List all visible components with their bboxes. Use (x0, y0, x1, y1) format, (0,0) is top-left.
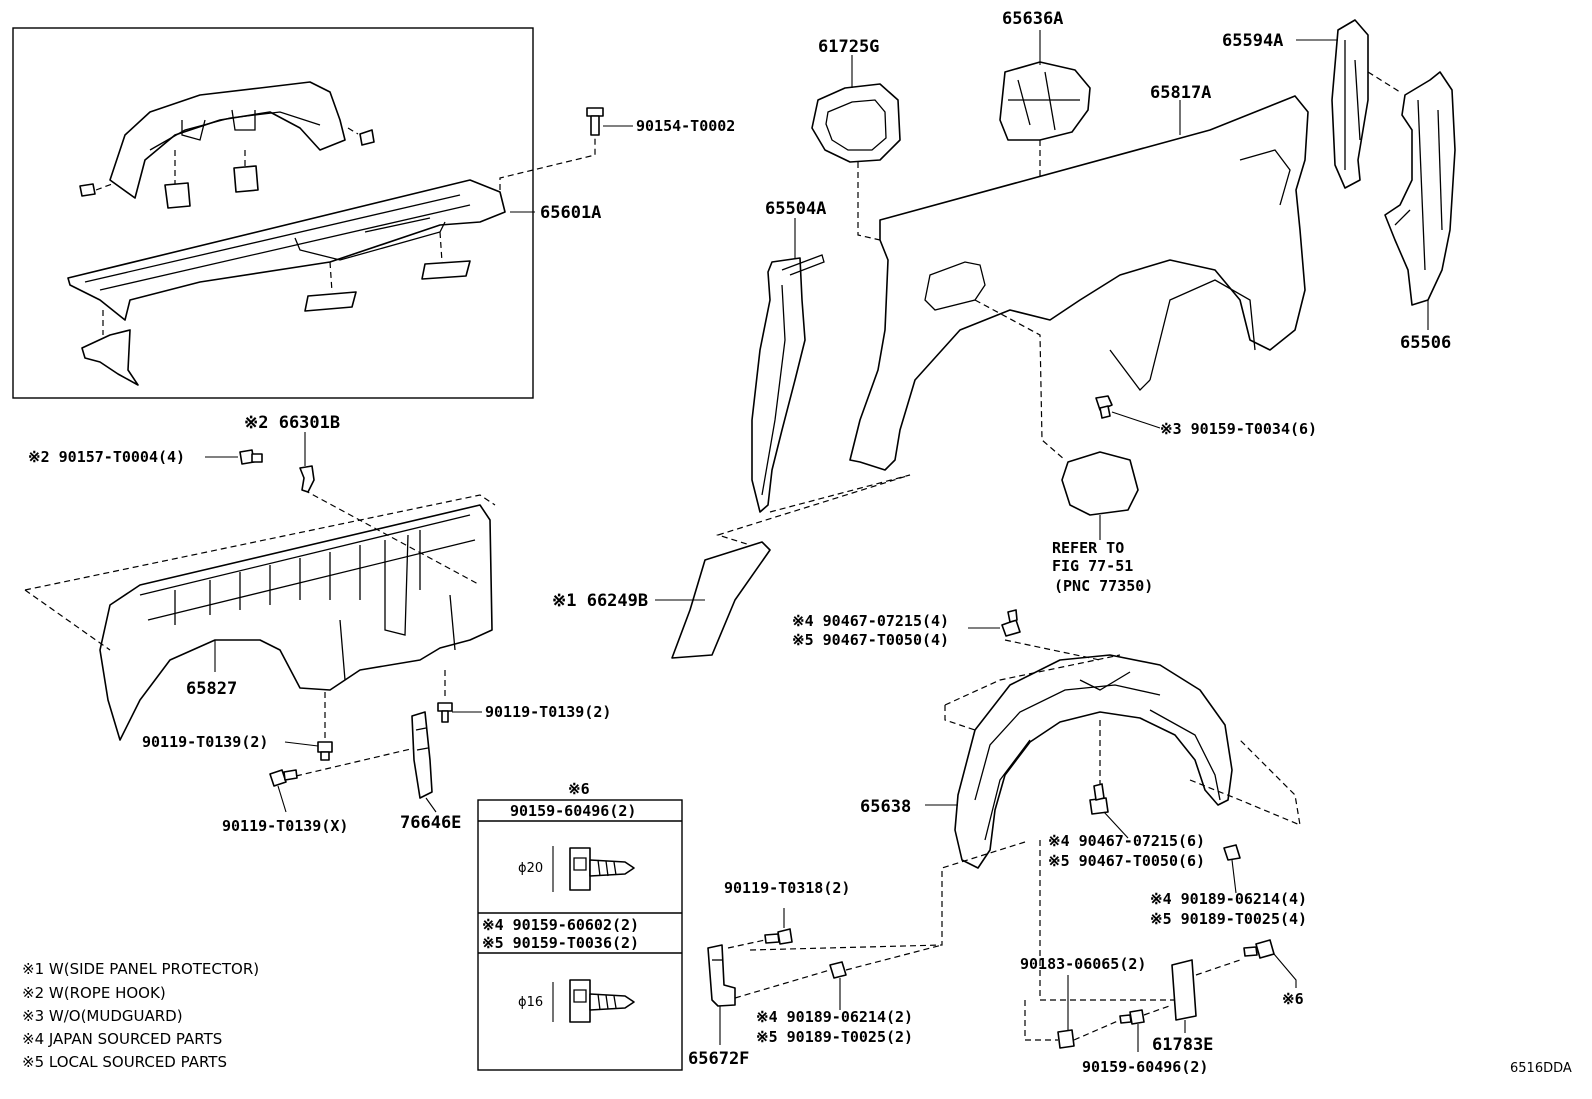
note-4: ※4 JAPAN SOURCED PARTS (22, 1030, 222, 1048)
label-refer-line2: FIG 77-51 (1052, 557, 1133, 575)
fastener-table-row1-dim: ϕ20 (518, 861, 543, 876)
label-90159-60496-bottom: 90159-60496(2) (1082, 1058, 1208, 1076)
label-66249B: ※1 66249B (552, 591, 648, 611)
nut-90183-06065 (1057, 1029, 1075, 1049)
label-90467-07215-top: ※4 90467-07215(4) (792, 612, 949, 630)
fastener-table-header: ※6 (568, 780, 590, 798)
label-90189-06214-bottom: ※4 90189-06214(2) (756, 1008, 913, 1026)
label-90159-T0034: ※3 90159-T0034(6) (1160, 420, 1317, 438)
bolt-90119-x (269, 769, 298, 787)
part-66301B (299, 465, 315, 493)
label-65506: 65506 (1400, 333, 1451, 353)
label-65601A: 65601A (540, 203, 601, 223)
label-66301B: ※2 66301B (244, 413, 340, 433)
label-90189-06214-right: ※4 90189-06214(4) (1150, 890, 1307, 908)
label-90119-T0139-right: 90119-T0139(2) (485, 703, 611, 721)
part-65504A (751, 254, 825, 513)
part-65827 (99, 504, 493, 741)
label-65638: 65638 (860, 797, 911, 817)
fastener-table-row2-part-b: ※5 90159-T0036(2) (482, 934, 639, 952)
part-65601A-lower (67, 179, 506, 386)
label-65817A: 65817A (1150, 83, 1211, 103)
part-76646E (411, 711, 433, 799)
label-refer-line3: (PNC 77350) (1054, 577, 1153, 595)
bolt-90154-T0002 (586, 107, 604, 136)
part-61783E (1171, 959, 1197, 1021)
fastener-table-row2-part-a: ※4 90159-60602(2) (482, 916, 639, 934)
part-65594A (1331, 19, 1369, 189)
part-66249B (671, 541, 771, 659)
label-refer-line1: REFER TO (1052, 539, 1124, 557)
part-65601A-upper (79, 81, 375, 209)
figure-code: 6516DDA (1510, 1061, 1572, 1076)
label-90467-07215-bottom: ※4 90467-07215(6) (1048, 832, 1205, 850)
screw-6 (1243, 939, 1275, 959)
note-3: ※3 W/O(MUDGUARD) (22, 1007, 183, 1025)
fastener-table (477, 799, 683, 1071)
label-65594A: 65594A (1222, 31, 1283, 51)
label-90154-T0002: 90154-T0002 (636, 117, 735, 135)
fastener-table-row1-part: 90159-60496(2) (510, 802, 636, 820)
part-65817A (849, 95, 1309, 471)
part-61725G (811, 83, 901, 163)
clip-90467-top (1001, 609, 1021, 637)
note-5: ※5 LOCAL SOURCED PARTS (22, 1053, 227, 1071)
note-2: ※2 W(ROPE HOOK) (22, 984, 166, 1002)
label-61725G: 61725G (818, 37, 879, 57)
label-90119-T0318: 90119-T0318(2) (724, 879, 850, 897)
bolt-90159-T0034 (1095, 395, 1113, 419)
part-fuel-lid (1061, 451, 1139, 516)
bolt-90159-bottom (1119, 1009, 1145, 1025)
label-61783E: 61783E (1152, 1035, 1213, 1055)
label-65827: 65827 (186, 679, 237, 699)
label-90183-06065: 90183-06065(2) (1020, 955, 1146, 973)
label-90467-T0050-top: ※5 90467-T0050(4) (792, 631, 949, 649)
clip-90467-bottom (1089, 783, 1109, 815)
label-90119-T0139-left: 90119-T0139(2) (142, 733, 268, 751)
label-90119-T0139-x: 90119-T0139(X) (222, 817, 348, 835)
bolt-90119-left (317, 741, 333, 761)
label-90157-T0004: ※2 90157-T0004(4) (28, 448, 185, 466)
fastener-table-row2-dim: ϕ16 (518, 995, 543, 1010)
part-65638 (954, 654, 1233, 869)
label-6: ※6 (1282, 990, 1304, 1008)
screw-90189-bottom (829, 961, 847, 979)
inset-frame (12, 27, 534, 399)
bolt-90157-T0004 (239, 449, 263, 465)
label-65636A: 65636A (1002, 9, 1063, 29)
label-90467-T0050-bottom: ※5 90467-T0050(6) (1048, 852, 1205, 870)
bolt-90119-right (437, 702, 453, 723)
part-65672F (707, 944, 736, 1007)
note-1: ※1 W(SIDE PANEL PROTECTOR) (22, 960, 259, 978)
label-90189-T0025-right: ※5 90189-T0025(4) (1150, 910, 1307, 928)
part-65506 (1384, 71, 1456, 306)
label-65672F: 65672F (688, 1049, 749, 1069)
label-90189-T0025-bottom: ※5 90189-T0025(2) (756, 1028, 913, 1046)
label-65504A: 65504A (765, 199, 826, 219)
screw-90189-right (1223, 844, 1241, 861)
bolt-90119-T0318 (764, 928, 793, 945)
part-65636A (999, 61, 1091, 141)
leader-90154 (499, 135, 596, 190)
label-76646E: 76646E (400, 813, 461, 833)
